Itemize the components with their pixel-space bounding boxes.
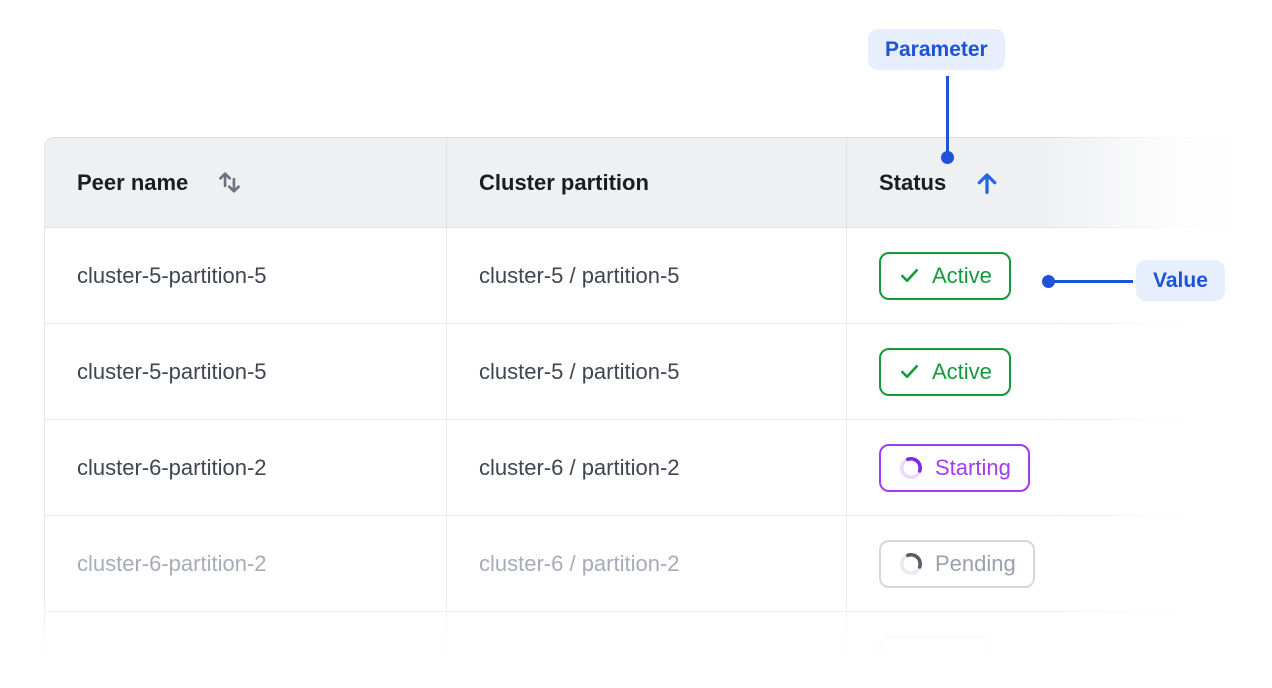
peer-name-cell: cluster-6-partition-2 xyxy=(45,516,447,611)
check-icon xyxy=(898,264,921,287)
cluster-partition-text: cluster-5 / partition-5 xyxy=(479,262,680,288)
sort-both-icon xyxy=(214,167,245,198)
cluster-partition-text: cluster-6 / partition-2 xyxy=(479,454,680,480)
table-row: cluster-5-partition-5 cluster-5 / partit… xyxy=(45,228,1232,324)
peers-table: Peer name Cluster partition Status xyxy=(44,137,1232,688)
sort-ascending-icon xyxy=(972,168,1002,198)
cluster-partition-text: cluster-6 / partition-2 xyxy=(479,550,680,576)
value-annotation-label: Value xyxy=(1153,268,1208,292)
peer-name-cell xyxy=(45,612,447,688)
status-cell xyxy=(847,612,1232,688)
column-header-cluster-partition[interactable]: Cluster partition xyxy=(447,138,847,227)
spinner-icon xyxy=(898,551,924,577)
parameter-annotation-pill: Parameter xyxy=(868,29,1005,70)
peer-name-text: cluster-6-partition-2 xyxy=(77,550,267,576)
spinner-icon xyxy=(898,455,924,481)
table-row: cluster-5-partition-5 cluster-5 / partit… xyxy=(45,324,1232,420)
cluster-partition-text: cluster-5 / partition-5 xyxy=(479,358,680,384)
value-annotation-pill: Value xyxy=(1136,260,1225,301)
cluster-partition-cell xyxy=(447,612,847,688)
column-header-status[interactable]: Status xyxy=(847,138,1232,227)
peer-name-cell: cluster-5-partition-5 xyxy=(45,228,447,323)
status-badge-label: Pending xyxy=(935,550,1016,576)
table-header-row: Peer name Cluster partition Status xyxy=(45,138,1232,228)
parameter-connector-line xyxy=(946,76,949,152)
cluster-partition-cell: cluster-5 / partition-5 xyxy=(447,228,847,323)
status-badge-starting: Starting xyxy=(879,443,1030,492)
column-header-peer-name[interactable]: Peer name xyxy=(45,138,447,227)
table-row: cluster-6-partition-2 cluster-6 / partit… xyxy=(45,420,1232,516)
cluster-partition-cell: cluster-5 / partition-5 xyxy=(447,324,847,419)
status-cell: Active xyxy=(847,324,1232,419)
table-row xyxy=(45,612,1232,688)
peer-name-text: cluster-5-partition-5 xyxy=(77,262,267,288)
peer-name-text: cluster-5-partition-5 xyxy=(77,358,267,384)
cluster-partition-cell: cluster-6 / partition-2 xyxy=(447,420,847,515)
status-badge-label: Active xyxy=(932,358,992,384)
parameter-connector-dot xyxy=(941,151,954,164)
column-header-label: Peer name xyxy=(77,169,189,195)
status-badge-active: Active xyxy=(879,347,1011,396)
column-header-label: Status xyxy=(879,169,947,195)
cluster-partition-cell: cluster-6 / partition-2 xyxy=(447,516,847,611)
peer-name-cell: cluster-6-partition-2 xyxy=(45,420,447,515)
check-icon xyxy=(898,360,921,383)
status-badge-ghost xyxy=(879,635,991,684)
status-badge-label: Active xyxy=(932,262,992,288)
peer-name-cell: cluster-5-partition-5 xyxy=(45,324,447,419)
status-badge-pending: Pending xyxy=(879,539,1035,588)
value-connector-line xyxy=(1053,280,1133,283)
status-badge-label: Starting xyxy=(935,454,1011,480)
table-row: cluster-6-partition-2 cluster-6 / partit… xyxy=(45,516,1232,612)
status-cell: Active xyxy=(847,228,1232,323)
peer-name-text: cluster-6-partition-2 xyxy=(77,454,267,480)
value-connector-dot xyxy=(1042,275,1055,288)
status-badge-active: Active xyxy=(879,251,1011,300)
status-cell: Starting xyxy=(847,420,1232,515)
status-cell: Pending xyxy=(847,516,1232,611)
column-header-label: Cluster partition xyxy=(479,169,649,195)
parameter-annotation-label: Parameter xyxy=(885,37,988,61)
